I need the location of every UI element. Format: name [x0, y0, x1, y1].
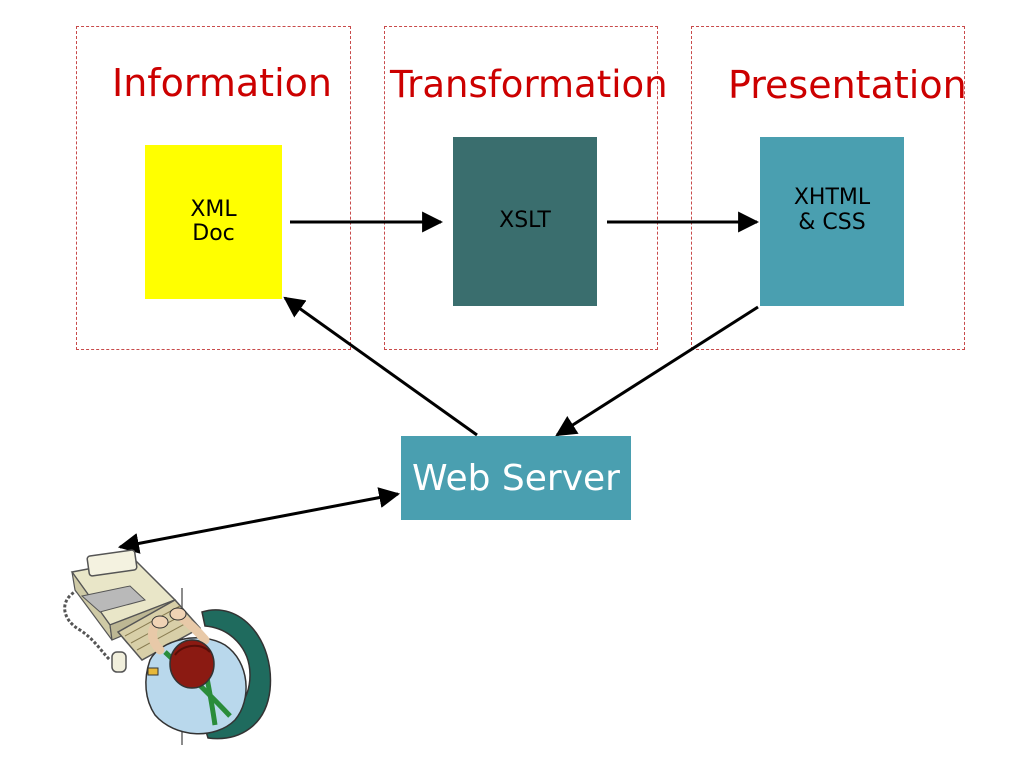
- zone-title-information: Information: [112, 61, 332, 105]
- xslt-label: XSLT: [499, 208, 551, 234]
- zone-presentation: [691, 26, 965, 350]
- xml-doc-label: XML Doc: [190, 196, 237, 246]
- xslt-box: XSLT: [453, 137, 597, 306]
- arrow-xhtml-to-server: [555, 305, 759, 437]
- zone-information: [76, 26, 351, 350]
- xml-doc-box: XML Doc: [145, 145, 282, 299]
- xhtml-css-box: XHTML & CSS: [760, 137, 904, 306]
- arrow-server-to-xml: [283, 296, 478, 437]
- zone-title-transformation: Transformation: [390, 63, 668, 106]
- web-server-box: Web Server: [401, 436, 631, 520]
- zone-transformation: [384, 26, 658, 350]
- arrow-user-server: [117, 487, 401, 554]
- zone-title-presentation: Presentation: [728, 63, 967, 107]
- web-server-label: Web Server: [412, 457, 620, 499]
- xhtml-css-label: XHTML & CSS: [793, 185, 871, 235]
